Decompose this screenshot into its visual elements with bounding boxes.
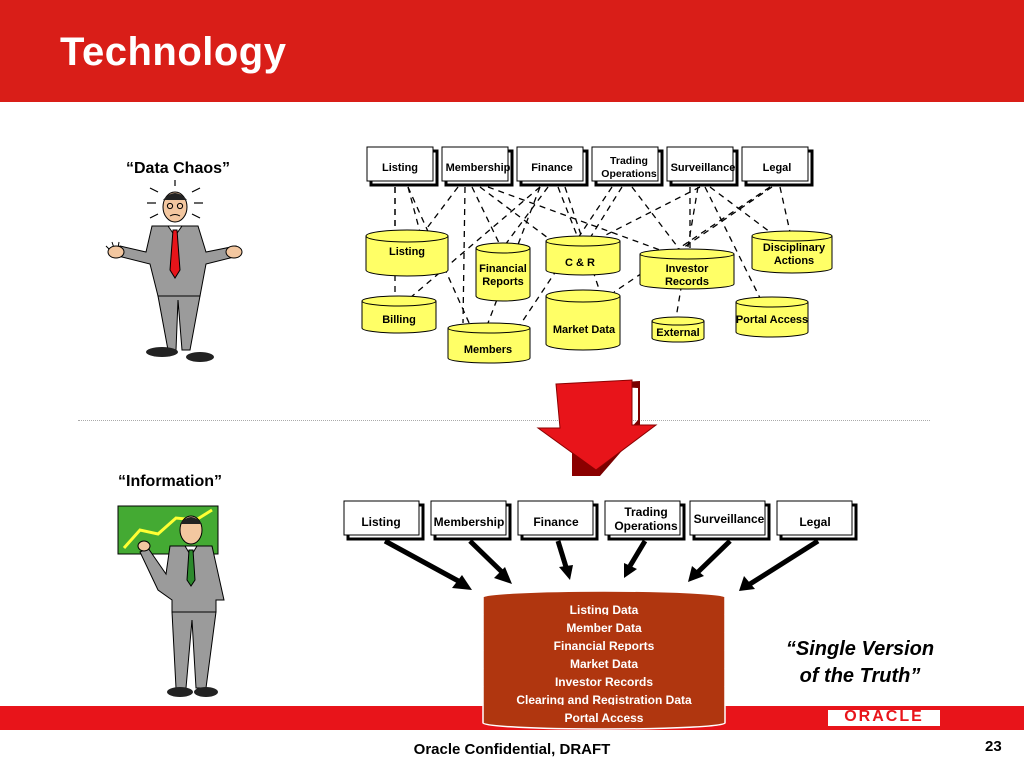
integration-arrows <box>383 538 820 591</box>
svg-text:Members: Members <box>464 344 512 356</box>
top-system-membership: Membership <box>441 146 514 187</box>
footer-confidential: Oracle Confidential, DRAFT <box>413 741 611 758</box>
top-system-finance: Finance <box>516 146 589 187</box>
svg-text:Listing: Listing <box>382 162 418 174</box>
oracle-logo-text: ORACLE <box>844 708 924 725</box>
svg-text:Finance: Finance <box>531 162 573 174</box>
bottom-system-finance: Finance <box>517 500 599 541</box>
svg-text:External: External <box>656 327 699 339</box>
svg-text:Market Data: Market Data <box>553 324 616 336</box>
svg-text:C & R: C & R <box>565 257 595 269</box>
svg-text:Legal: Legal <box>763 162 792 174</box>
svg-text:Surveillance: Surveillance <box>694 512 765 526</box>
transformation-arrow-icon <box>536 379 658 476</box>
bottom-system-membership: Membership <box>430 500 512 541</box>
top-system-listing: Listing <box>366 146 439 187</box>
bottom-system-legal: Legal <box>776 500 858 541</box>
presenter-with-chart-icon <box>117 505 225 697</box>
svg-text:Finance: Finance <box>533 515 579 529</box>
svg-text:Membership: Membership <box>434 515 505 529</box>
bottom-system-surveillance: Surveillance <box>689 500 771 541</box>
slide-title: Technology <box>60 30 287 74</box>
store-members: Members <box>447 322 531 364</box>
svg-text:Legal: Legal <box>799 515 830 529</box>
data-chaos-label: “Data Chaos” <box>126 160 231 177</box>
information-label: “Information” <box>118 473 222 490</box>
header-bar <box>0 0 1024 102</box>
truth-line-2: of the Truth” <box>799 665 921 687</box>
section-divider <box>78 420 930 421</box>
svg-text:Portal Access: Portal Access <box>736 314 808 326</box>
truth-line-1: “Single Version <box>785 638 935 660</box>
store-portal-access: Portal Access <box>735 296 809 338</box>
oracle-logo-icon <box>828 710 940 726</box>
svg-text:Billing: Billing <box>382 314 416 326</box>
store-billing: Billing <box>361 295 437 334</box>
top-system-legal: Legal <box>741 146 814 187</box>
confused-businessman-icon <box>105 180 243 362</box>
single-version-callout: “Single Version of the Truth” <box>750 636 970 690</box>
store-c-and-r: C & R <box>545 235 621 276</box>
svg-text:Surveillance: Surveillance <box>671 162 736 174</box>
store-listing: Listing <box>365 229 449 277</box>
page-number: 23 <box>985 738 1002 755</box>
store-external: External <box>651 316 705 343</box>
svg-text:Membership: Membership <box>446 162 511 174</box>
store-market-data: Market Data <box>545 289 621 351</box>
top-system-surveillance: Surveillance <box>666 146 739 187</box>
svg-text:Listing: Listing <box>361 515 400 529</box>
svg-text:Listing: Listing <box>389 246 425 258</box>
bottom-system-listing: Listing <box>343 500 425 541</box>
